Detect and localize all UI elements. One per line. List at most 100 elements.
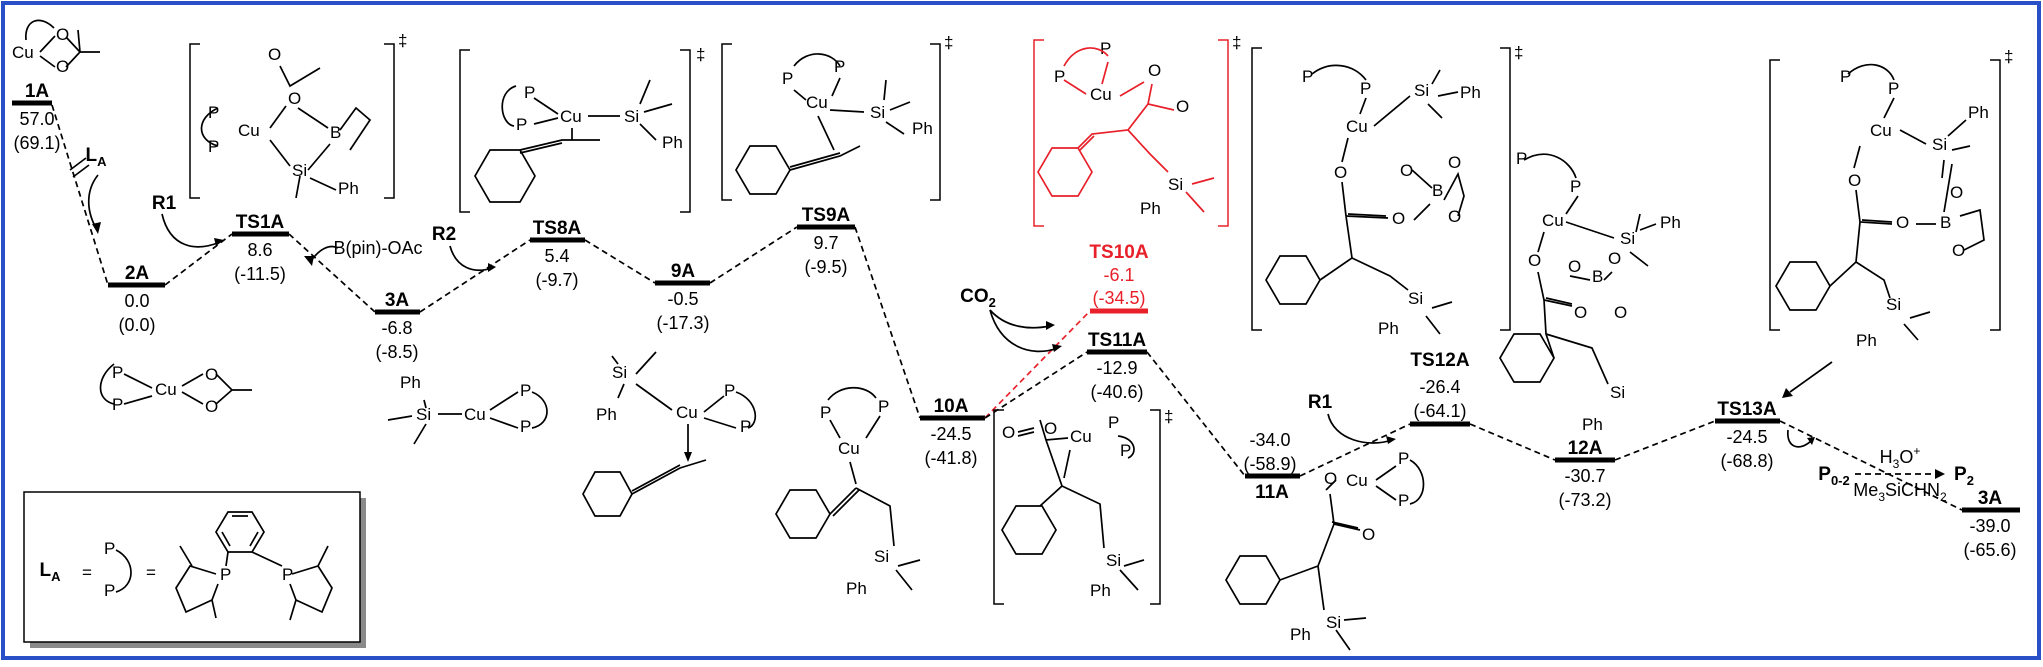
structure-1A: Cu O O	[12, 19, 100, 76]
connector-2A-TS1A	[164, 233, 233, 286]
atom-cu: Cu	[1346, 471, 1368, 490]
atom-si: Si	[1326, 613, 1341, 632]
ring-cyclohexyl-TS12A-bottom	[1499, 333, 1555, 383]
bracket-TS11A	[993, 409, 1161, 605]
energy-2A: 0.0	[124, 291, 149, 311]
atom-o: O	[1002, 423, 1015, 442]
atom-o: O	[1848, 171, 1861, 190]
energy-11A-paren: (-58.9)	[1243, 454, 1296, 474]
energy-3A-a-paren: (-8.5)	[375, 342, 418, 362]
ring-cyclohexyl-TS13A	[1775, 261, 1831, 311]
bracket-TS9A	[721, 43, 941, 201]
arrow-R1-second	[1327, 413, 1393, 444]
atom-o: O	[1176, 97, 1189, 116]
level-labels: 1A 57.0 (69.1) 2A 0.0 (0.0) TS1A 8.6 (-1…	[13, 81, 2016, 560]
ts-dagger: ‡	[696, 45, 705, 64]
label-3A-b: 3A	[1978, 488, 2003, 509]
atom-cu: Cu	[464, 405, 486, 424]
substituent-ph: Ph	[1660, 213, 1681, 232]
bond-1A-co	[77, 29, 81, 53]
atom-cu: Cu	[838, 439, 860, 458]
ts-dagger: ‡	[2004, 47, 2013, 66]
atom-p: P	[878, 397, 889, 416]
reagent-annotations: LA R1 B(pin)-OAc R2 CO2 R1 P0-2 P2 H3O+ …	[86, 145, 1974, 504]
arrowhead-R1	[214, 238, 224, 246]
ts-dagger: ‡	[398, 31, 407, 50]
atom-p: P	[1570, 177, 1581, 196]
substituent-ph: Ph	[400, 373, 421, 392]
ligand-legend: LA = P P = P P	[23, 491, 366, 648]
ts-dagger: ‡	[1514, 43, 1523, 62]
atom-o: O	[1044, 419, 1057, 438]
ring-cyclohexyl-TS9A	[735, 145, 791, 195]
atom-p: P	[520, 417, 531, 436]
energy-TS12A: -26.4	[1419, 377, 1460, 397]
ring-cyclohexyl-10A	[775, 489, 831, 539]
atom-cu: Cu	[1870, 121, 1892, 140]
energy-TS1A-paren: (-11.5)	[234, 264, 286, 284]
atom-p: P	[104, 539, 115, 558]
energy-TS13A: -24.5	[1726, 427, 1767, 447]
legend-LA: LA	[40, 560, 62, 584]
atom-o: O	[1896, 213, 1909, 232]
arrowhead-LA	[92, 222, 101, 234]
structure-TS1A: ‡ P P Cu O O B Si Ph	[189, 31, 407, 199]
bracket-TS10A	[1033, 39, 1229, 227]
bracket-TS8A	[459, 49, 691, 213]
atom-o: O	[1574, 303, 1587, 322]
connector-3A-TS8A	[419, 239, 531, 313]
legend-equals-1: =	[82, 563, 92, 582]
atom-o: O	[1950, 183, 1963, 202]
atom-o: O	[56, 25, 69, 44]
label-10A: 10A	[934, 396, 969, 417]
bonds-TS11A	[1017, 419, 1145, 591]
connector-10A-TS11A	[984, 351, 1088, 419]
substituent-ph: Ph	[1140, 199, 1161, 218]
substituent-ph: Ph	[596, 405, 617, 424]
energy-11A: -34.0	[1249, 430, 1290, 450]
atom-p: P	[1360, 79, 1371, 98]
atom-o: O	[205, 397, 218, 416]
label-9A: 9A	[671, 261, 696, 282]
atom-si: Si	[1106, 551, 1121, 570]
atom-si: Si	[1886, 295, 1901, 314]
substituent-ph: Ph	[1378, 319, 1399, 338]
product-P02: P0-2	[1818, 464, 1849, 488]
byproduct-bpin-oac: B(pin)-OAc	[333, 238, 422, 258]
label-TS9A: TS9A	[802, 205, 851, 226]
ts-dagger: ‡	[1232, 33, 1241, 52]
ring-cyclohexyl-11A	[1225, 555, 1281, 605]
energy-3A-a: -6.8	[381, 318, 412, 338]
atom-p: P	[782, 69, 793, 88]
atom-cu: Cu	[155, 380, 177, 399]
bonds-TS8A	[501, 79, 673, 154]
label-3A-a: 3A	[385, 290, 410, 311]
energy-12A-paren: (-73.2)	[1558, 490, 1611, 510]
energy-10A-paren: (-41.8)	[924, 448, 977, 468]
substituent-ph: Ph	[662, 133, 683, 152]
bonds-TS9A	[789, 53, 911, 171]
atom-o: O	[1362, 525, 1375, 544]
atom-si: Si	[1620, 229, 1635, 248]
legend-phospholane-bonds	[175, 545, 333, 621]
ring-cyclohexyl-TS12A-top	[1265, 255, 1321, 305]
ring-cyclohexyl-9A	[582, 471, 633, 517]
atom-si: Si	[292, 161, 307, 180]
energy-TS13A-paren: (-68.8)	[1720, 451, 1773, 471]
atom-b: B	[1432, 181, 1443, 200]
structure-TS12A-top: ‡ P P Cu Si Ph O O B O O O Si Ph	[1251, 43, 1523, 338]
atom-cu: Cu	[12, 43, 34, 62]
atom-o: O	[1608, 249, 1621, 268]
arrowhead-P2	[1935, 469, 1945, 479]
energy-1A: 57.0	[19, 109, 54, 129]
atom-p: P	[1120, 441, 1131, 460]
bonds-TS13A	[1829, 63, 1985, 341]
arrowhead-bpin	[304, 256, 314, 266]
atom-b: B	[330, 123, 341, 142]
atom-si: Si	[1610, 383, 1625, 402]
energy-TS10A-paren: (-34.5)	[1092, 288, 1145, 308]
energy-2A-paren: (0.0)	[118, 315, 155, 335]
structure-11A: O Cu P P O Si Ph	[1225, 449, 1425, 651]
